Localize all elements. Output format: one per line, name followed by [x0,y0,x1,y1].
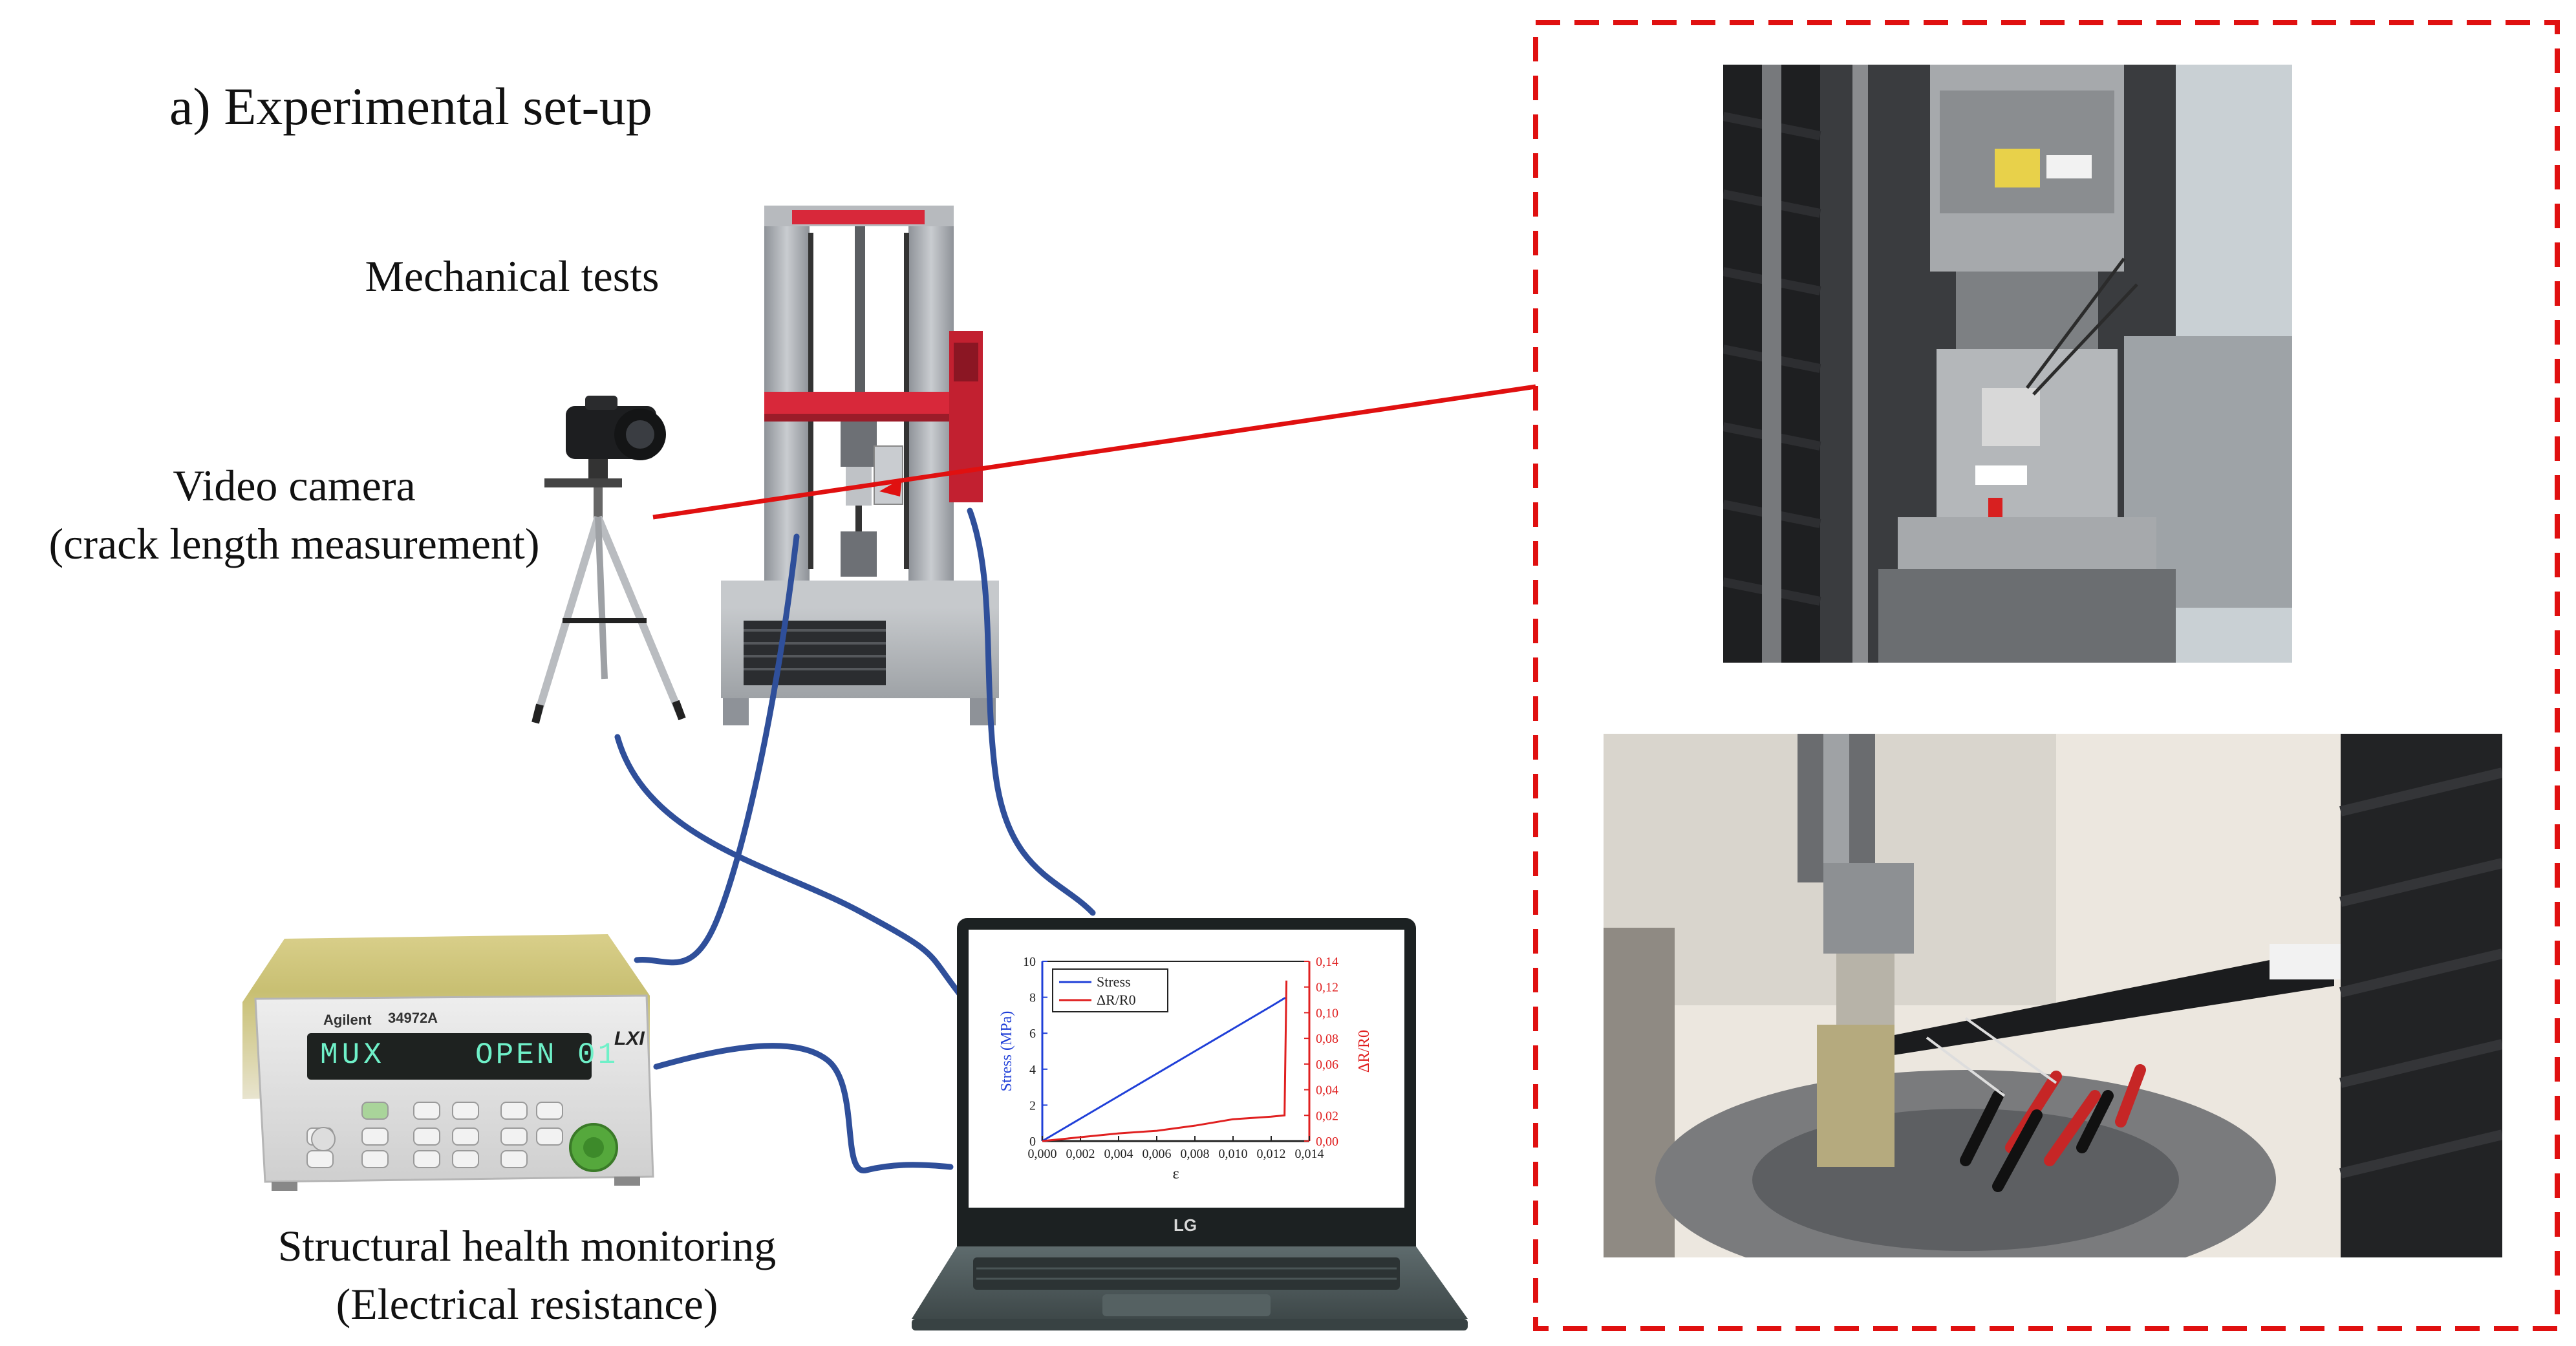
y-tick-label-left: 0 [1029,1135,1036,1149]
panel-title: a) Experimental set-up [169,77,652,136]
y-tick-label-left: 10 [1023,955,1036,969]
multimeter-display-left: MUX [320,1038,385,1072]
multimeter-brand: Agilent [323,1012,372,1028]
photo-clamp-closeup [1723,65,2292,663]
shm-sublabel: (Electrical resistance) [336,1279,718,1329]
y-tick-label-right: 0,00 [1316,1135,1338,1149]
callout-arrowhead [879,478,902,497]
photo-detail-frame [1533,20,2560,1331]
multimeter-display-right: OPEN 01 [475,1038,619,1072]
x-tick-label: 0,004 [1104,1147,1133,1161]
y-tick-label-right: 0,08 [1316,1032,1338,1046]
y-axis-label-right: ΔR/R0 [1356,1030,1373,1073]
y-tick-label-left: 6 [1029,1027,1036,1041]
x-tick-label: 0,002 [1066,1147,1095,1161]
series-line-resistance [1042,980,1288,1142]
laptop-brand: LG [1174,1215,1197,1235]
y-tick-label-right: 0,04 [1316,1084,1338,1098]
cables [614,507,1096,1173]
x-tick-label: 0,006 [1143,1147,1172,1161]
video-camera-illustration [531,396,686,724]
y-tick-label-right: 0,14 [1316,955,1338,969]
data-acquisition-unit [242,934,654,1191]
legend-box [1052,968,1168,1012]
callout-line [652,384,1536,520]
x-tick-label: 0,014 [1295,1147,1324,1161]
x-tick-label: 0,012 [1257,1147,1286,1161]
y-tick-label-left: 2 [1029,1098,1036,1113]
photo-specimen-setup [1604,734,2502,1257]
y-tick-label-right: 0,10 [1316,1006,1338,1020]
y-tick-label-left: 8 [1029,991,1036,1005]
y-tick-label-right: 0,02 [1316,1109,1338,1123]
y-axis-label-left: Stress (MPa) [998,1011,1015,1092]
x-axis-label: ε [1172,1166,1179,1182]
legend-label-resistance: ΔR/R0 [1097,992,1136,1008]
multimeter-model: 34972A [388,1010,438,1026]
series-line-stress [1042,997,1287,1142]
video-camera-sublabel: (crack length measurement) [48,519,540,568]
x-tick-label: 0,010 [1219,1147,1248,1161]
multimeter-badge: LXI [614,1028,645,1049]
y-tick-label-left: 4 [1029,1063,1036,1077]
testing-machine [721,206,999,725]
y-tick-label-right: 0,06 [1316,1058,1338,1072]
x-tick-label: 0,000 [1028,1147,1057,1161]
shm-label: Structural health monitoring [277,1221,777,1270]
y-tick-label-right: 0,12 [1316,981,1338,995]
video-camera-label: Video camera [173,461,416,510]
legend-label-stress: Stress [1097,974,1131,990]
laptop-illustration [912,918,1468,1330]
x-tick-label: 0,008 [1181,1147,1210,1161]
mechanical-tests-label: Mechanical tests [365,251,660,301]
